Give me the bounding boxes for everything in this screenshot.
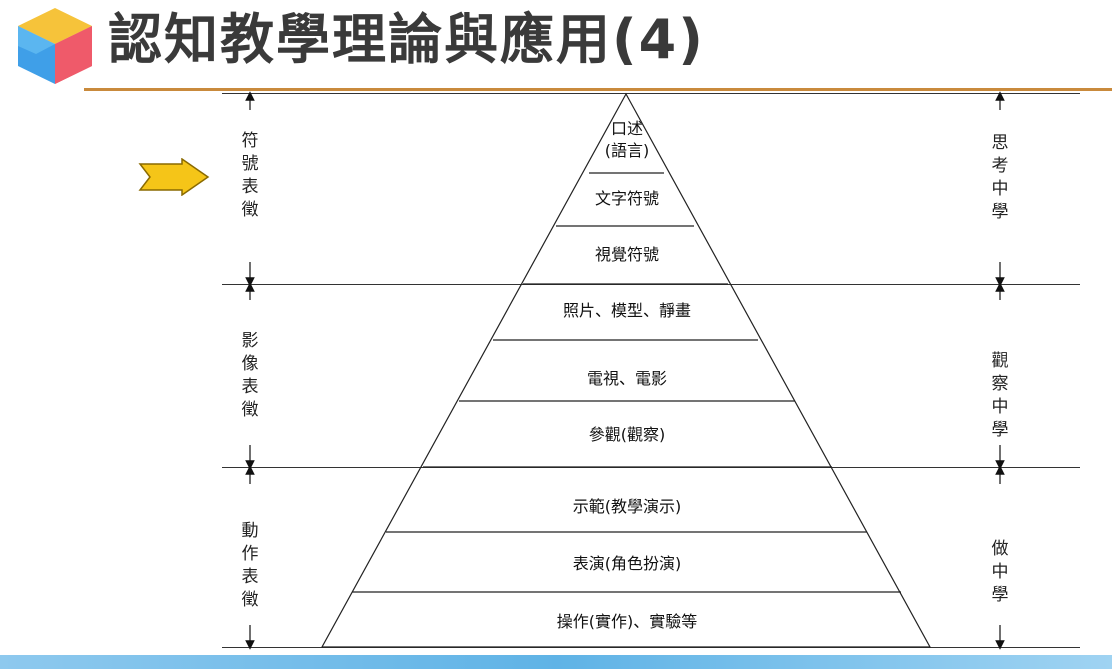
level-5-label: 電視、電影 bbox=[586, 369, 667, 388]
right-label-char: 中 bbox=[991, 397, 1009, 417]
level-7-label: 示範(教學演示) bbox=[572, 497, 682, 516]
level-6-label: 參觀(觀察) bbox=[588, 425, 666, 444]
level-4-label: 照片、模型、靜畫 bbox=[562, 301, 691, 320]
pointer-arrow-icon bbox=[138, 158, 210, 196]
left-label-char: 動 bbox=[241, 521, 259, 541]
right-label-thinking: 思 考 中 學 bbox=[989, 132, 1011, 224]
left-label-char: 影 bbox=[241, 331, 259, 351]
left-label-char: 徵 bbox=[241, 400, 259, 420]
left-label-char: 號 bbox=[241, 154, 259, 174]
right-label-char: 學 bbox=[991, 420, 1009, 440]
level-9-label: 操作(實作)、實驗等 bbox=[556, 612, 698, 631]
title-divider bbox=[84, 88, 1112, 91]
right-label-char: 學 bbox=[991, 202, 1009, 222]
right-label-char: 考 bbox=[991, 156, 1009, 176]
level-1-line1: 口述 bbox=[610, 119, 643, 138]
left-label-char: 徵 bbox=[241, 590, 259, 610]
left-label-char: 表 bbox=[241, 377, 259, 397]
section-line-top bbox=[222, 93, 1080, 94]
left-label-char: 像 bbox=[241, 354, 259, 374]
right-label-observing: 觀 察 中 學 bbox=[989, 350, 1011, 442]
right-label-char: 中 bbox=[991, 179, 1009, 199]
level-1-label: 口述 (語言) bbox=[527, 118, 727, 162]
right-label-char: 觀 bbox=[991, 351, 1009, 371]
left-label-symbolic: 符 號 表 徵 bbox=[239, 130, 261, 222]
left-label-char: 表 bbox=[241, 177, 259, 197]
right-label-char: 察 bbox=[991, 374, 1009, 394]
right-label-doing: 做 中 學 bbox=[989, 538, 1011, 607]
right-label-char: 中 bbox=[991, 562, 1009, 582]
level-1-line2: (語言) bbox=[604, 141, 650, 160]
left-label-char: 表 bbox=[241, 567, 259, 587]
bottom-decorative-band bbox=[0, 655, 1112, 669]
right-label-char: 學 bbox=[991, 585, 1009, 605]
slide-title: 認知教學理論與應用(4) bbox=[108, 8, 705, 71]
left-label-char: 徵 bbox=[241, 200, 259, 220]
left-label-iconic: 影 像 表 徵 bbox=[239, 330, 261, 422]
left-label-char: 作 bbox=[241, 544, 259, 564]
right-label-char: 做 bbox=[991, 539, 1009, 559]
level-3-label: 視覺符號 bbox=[594, 245, 659, 264]
right-label-char: 思 bbox=[991, 133, 1009, 153]
left-label-char: 符 bbox=[241, 131, 259, 151]
level-2-label: 文字符號 bbox=[594, 189, 659, 208]
level-8-label: 表演(角色扮演) bbox=[572, 554, 682, 573]
left-label-enactive: 動 作 表 徵 bbox=[239, 520, 261, 612]
cube-logo-icon bbox=[18, 8, 92, 84]
